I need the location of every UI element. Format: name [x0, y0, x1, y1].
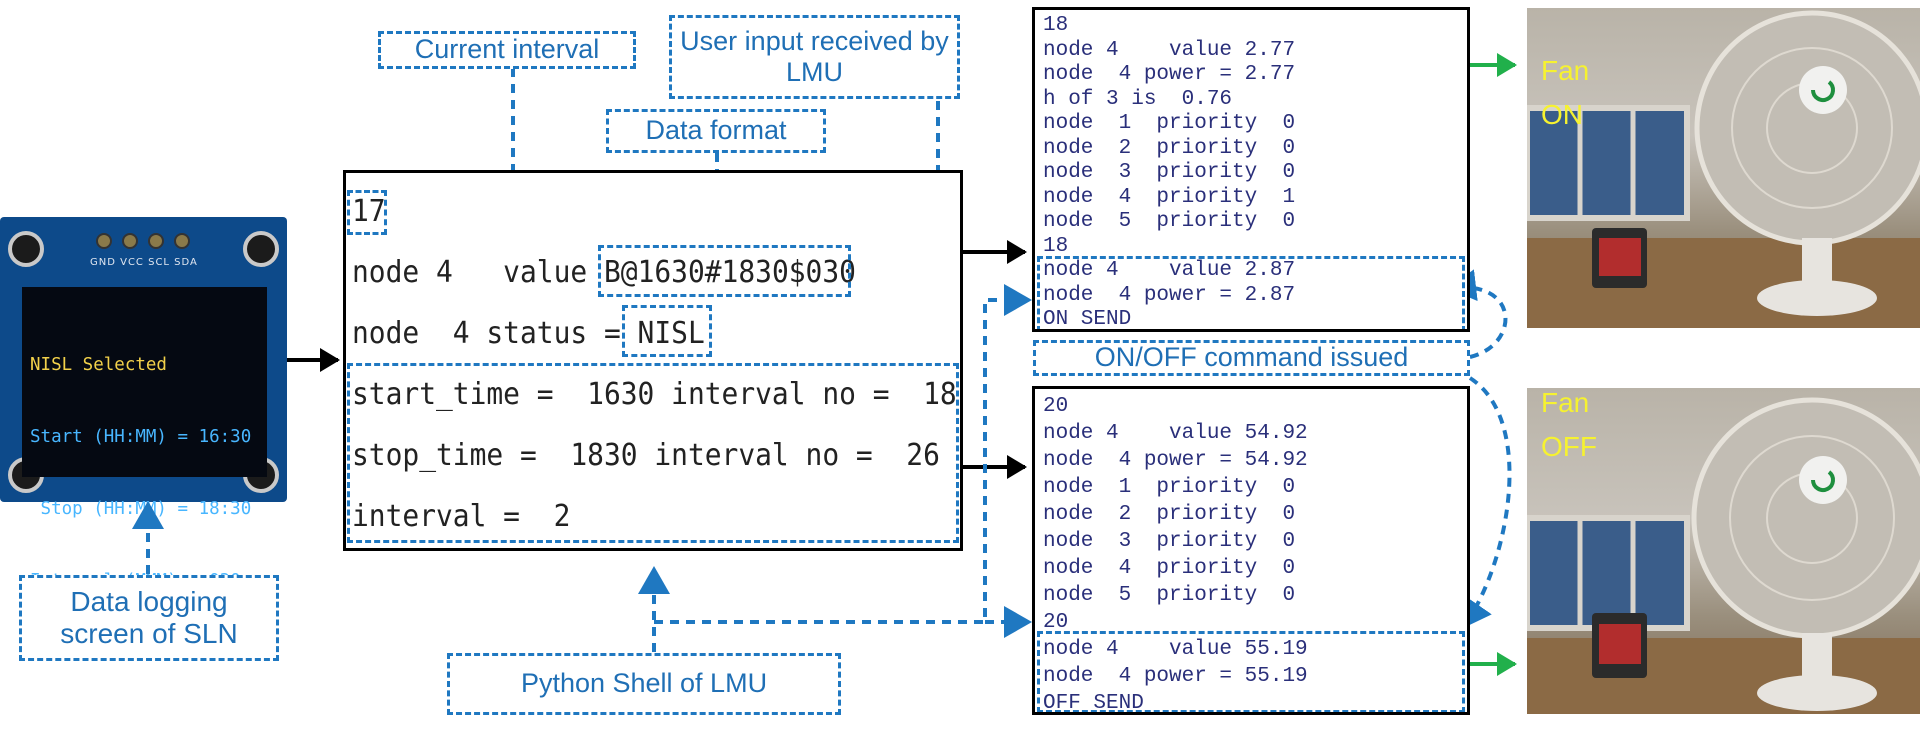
arrow-python-shell-top	[654, 284, 1032, 624]
oled-line-start: Start (HH:MM) = 16:30	[30, 427, 252, 447]
callout-user-input: User input received by LMU	[669, 15, 960, 99]
terminal-line: node 4 priority 1	[1043, 185, 1296, 209]
terminal-line: node 2 priority 0	[1043, 136, 1296, 160]
shell-line-status: node 4 status = NISL	[352, 316, 705, 351]
terminal-line: h of 3 is 0.76	[1043, 87, 1233, 111]
terminal-line: ON SEND	[1043, 308, 1132, 331]
callout-python-shell: Python Shell of LMU	[447, 653, 841, 715]
terminal-line: 18	[1043, 234, 1069, 258]
terminal-line: node 1 priority 0	[1043, 112, 1296, 135]
highlight-data-format	[598, 245, 851, 297]
shell-value-string: B@1630#1830$030	[603, 255, 856, 290]
fan-on-caption-1: Fan	[1541, 55, 1590, 86]
shell-line-stop: stop_time = 1830 interval no = 26	[352, 438, 940, 473]
terminal-line: node 4 value 55.19	[1043, 638, 1308, 661]
terminal-line: node 5 priority 0	[1043, 210, 1296, 233]
header-pin	[96, 233, 112, 249]
shell-status-value: NISL	[637, 316, 705, 351]
terminal-line: node 4 power = 54.92	[1043, 449, 1308, 472]
mount-hole	[8, 231, 44, 267]
terminal-line: node 4 value 2.87	[1043, 259, 1296, 282]
arrow-onoff-bottom	[1462, 376, 1512, 629]
terminal-line: 20	[1043, 395, 1069, 418]
callout-current-interval: Current interval	[378, 31, 636, 69]
header-pin	[122, 233, 138, 249]
fan-off-caption-1: Fan	[1541, 388, 1590, 418]
fan-off-illustration	[1527, 397, 1920, 714]
shell-line-interval: interval = 2	[352, 499, 571, 534]
callout-data-logging: Data logging screen of SLN	[19, 575, 279, 661]
terminal-line: 20	[1043, 611, 1069, 634]
highlight-off-send	[1037, 631, 1465, 712]
terminal-line: node 5 priority 0	[1043, 584, 1296, 607]
terminal-line: node 4 priority 0	[1043, 557, 1296, 580]
pin-labels: GND VCC SCL SDA	[90, 257, 198, 268]
terminal-bottom-text: 20 node 4 value 54.92 node 4 power = 54.92…	[1043, 393, 1308, 715]
fan-off-caption-2: OFF	[1541, 431, 1597, 462]
terminal-line: node 4 power = 2.87	[1043, 283, 1296, 307]
callout-data-format: Data format	[606, 109, 826, 153]
python-shell-panel: 17 node 4 value B@1630#1830$030 node 4 sta…	[343, 170, 963, 551]
terminal-line: node 4 power = 55.19	[1043, 665, 1308, 688]
fan-on-illustration	[1527, 10, 1920, 328]
highlight-user-input	[347, 363, 959, 543]
highlight-status	[622, 305, 712, 357]
callout-onoff-command: ON/OFF command issued	[1033, 340, 1470, 376]
header-pin	[148, 233, 164, 249]
terminal-line: node 3 priority 0	[1043, 530, 1296, 553]
oled-display-photo: GND VCC SCL SDA NISL Selected Start (HH:…	[0, 217, 287, 591]
highlight-on-send	[1037, 256, 1465, 329]
arrow-onoff-top	[1448, 269, 1508, 359]
shell-line-start: start_time = 1630 interval no = 18	[352, 377, 957, 412]
fan-on-caption-2: ON	[1541, 99, 1583, 130]
terminal-line: node 4 value 54.92	[1043, 422, 1308, 445]
terminal-line: node 4 power = 2.77	[1043, 63, 1296, 86]
terminal-line: node 3 priority 0	[1043, 161, 1296, 184]
fan-off-photo: Fan OFF	[1527, 388, 1920, 714]
shell-line-value: node 4 value B@1630#1830$030	[352, 255, 856, 290]
terminal-bottom-panel: 20 node 4 value 54.92 node 4 power = 54.92…	[1032, 386, 1470, 715]
mount-hole	[243, 231, 279, 267]
terminal-line: node 1 priority 0	[1043, 476, 1296, 499]
shell-text: 17 node 4 value B@1630#1830$030 node 4 sta…	[352, 181, 957, 547]
shell-line-interval-number: 17	[352, 194, 386, 229]
oled-line-mode: NISL Selected	[30, 355, 167, 375]
highlight-interval-number	[347, 190, 387, 235]
fan-on-photo: Fan ON	[1527, 8, 1920, 328]
header-pin	[174, 233, 190, 249]
terminal-line: node 2 priority 0	[1043, 503, 1296, 526]
terminal-line: 18	[1043, 14, 1069, 37]
terminal-line: node 4 value 2.77	[1043, 38, 1296, 62]
terminal-line: OFF SEND	[1043, 692, 1144, 715]
